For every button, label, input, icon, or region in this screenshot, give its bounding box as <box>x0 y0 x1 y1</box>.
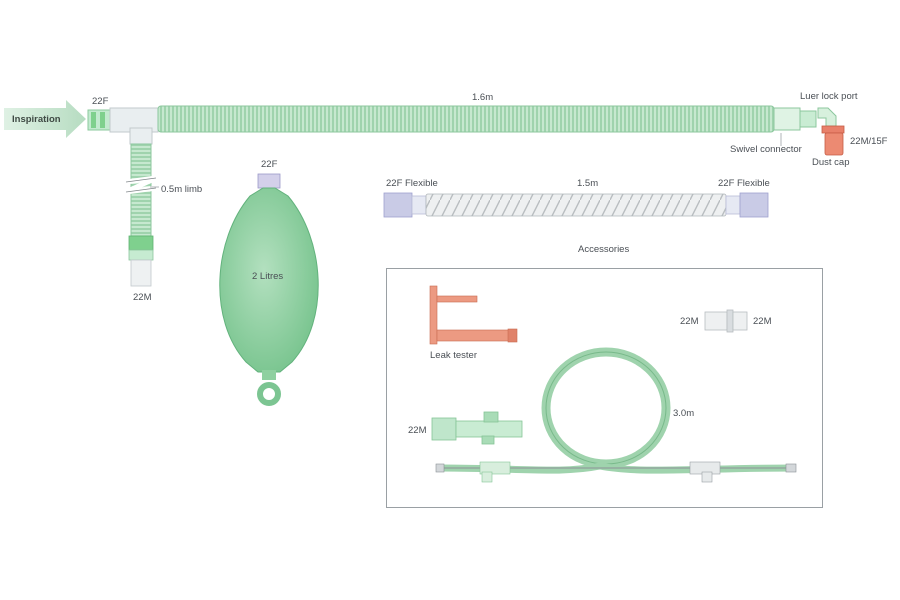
luer-lock-port <box>817 107 837 127</box>
connector-22m-port <box>431 411 523 445</box>
swivel-connector-label: Swivel connector <box>730 144 802 155</box>
adapter-22m-22m <box>704 309 748 333</box>
flex-left-label: 22F Flexible <box>386 178 438 189</box>
inspiration-label: Inspiration <box>12 114 61 125</box>
t-piece <box>109 107 159 145</box>
line-length-label: 3.0m <box>673 408 695 419</box>
sampling-line-coil <box>435 347 797 483</box>
connector-label: 22M <box>408 425 427 436</box>
limb-end-connector <box>128 235 154 287</box>
inspiration-arrow <box>4 100 86 138</box>
leak-tester <box>429 285 518 345</box>
accessories-box <box>386 268 823 508</box>
dust-cap <box>821 125 845 156</box>
adapter-right-label: 22M <box>753 316 772 327</box>
bag-volume-label: 2 Litres <box>252 271 284 282</box>
limb-end-label: 22M <box>133 292 152 303</box>
inlet-label: 22F <box>92 96 109 107</box>
leak-tester-label: Leak tester <box>430 350 477 361</box>
main-tube-length: 1.6m <box>472 92 494 103</box>
main-tube <box>157 105 775 133</box>
limb-label: 0.5m limb <box>161 184 203 195</box>
flex-right-label: 22F Flexible <box>718 178 770 189</box>
end-connector-label: 22M/15F <box>850 136 888 147</box>
accessories-title: Accessories <box>578 244 630 255</box>
flexible-tube <box>383 192 769 218</box>
swivel-connector <box>773 107 817 131</box>
reservoir-bag <box>219 173 319 406</box>
bag-top-label: 22F <box>261 159 278 170</box>
dust-cap-label: Dust cap <box>812 157 850 168</box>
luer-lock-port-label: Luer lock port <box>800 91 858 102</box>
adapter-left-label: 22M <box>680 316 699 327</box>
inlet-connector <box>87 109 111 131</box>
flex-length-label: 1.5m <box>577 178 599 189</box>
